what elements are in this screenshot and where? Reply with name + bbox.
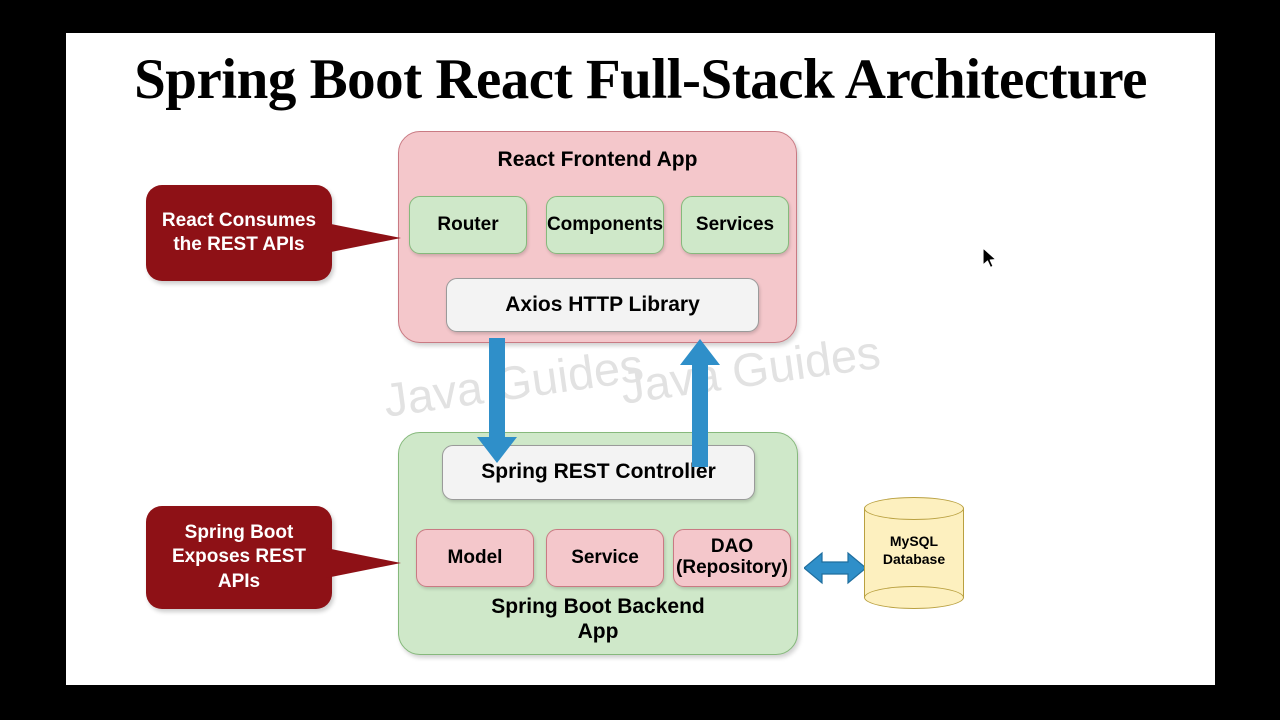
arrow-up-controller-to-axios-head-icon bbox=[680, 339, 720, 365]
db-label-line2: Database bbox=[882, 550, 946, 567]
db-label-line1: MySQL bbox=[889, 533, 939, 549]
node-dao-repository[interactable]: DAO (Repository) bbox=[673, 529, 791, 587]
callout-spring-line3: APIs bbox=[217, 570, 261, 592]
callout-react-line1: React Consumes bbox=[161, 209, 317, 231]
page-title: Spring Boot React Full-Stack Architectur… bbox=[134, 48, 1147, 111]
slide-canvas: Spring Boot React Full-Stack Architectur… bbox=[66, 33, 1215, 685]
node-services[interactable]: Services bbox=[681, 196, 789, 254]
watermark-java-guides: Java Guides bbox=[380, 337, 647, 427]
backend-group-title-line1: Spring Boot Backend bbox=[491, 595, 705, 619]
backend-group-title-line2: App bbox=[577, 619, 619, 643]
db-cylinder-top-ellipse bbox=[864, 497, 964, 520]
callout-spring-line1: Spring Boot bbox=[184, 522, 294, 544]
node-axios-http-library[interactable]: Axios HTTP Library bbox=[446, 278, 759, 332]
mouse-cursor-icon bbox=[982, 247, 997, 269]
node-service[interactable]: Service bbox=[546, 529, 664, 587]
callout-react-consumes-rest-apis[interactable]: React Consumes the REST APIs bbox=[146, 185, 332, 281]
callout-spring-boot-exposes-rest-apis[interactable]: Spring Boot Exposes REST APIs bbox=[146, 506, 332, 609]
callout-spring-line2: Exposes REST bbox=[171, 546, 307, 568]
arrow-up-controller-to-axios-shaft bbox=[692, 365, 708, 467]
arrow-down-axios-to-controller-shaft bbox=[489, 338, 505, 440]
spring-boot-backend-app-box[interactable]: Spring REST Controller Model Service DAO… bbox=[398, 432, 798, 655]
callout-react-line2: the REST APIs bbox=[173, 234, 305, 255]
node-components[interactable]: Components bbox=[546, 196, 664, 254]
db-cylinder-body bbox=[864, 508, 964, 598]
callout-spring-tail-icon bbox=[326, 548, 401, 578]
mysql-database-cylinder[interactable]: MySQL Database bbox=[864, 497, 964, 609]
frontend-group-title: React Frontend App bbox=[497, 148, 698, 171]
backend-group-title: Spring Boot Backend App bbox=[399, 595, 797, 644]
callout-react-tail-icon bbox=[326, 223, 401, 253]
db-cylinder-bottom-ellipse bbox=[864, 586, 964, 609]
arrow-down-axios-to-controller-head-icon bbox=[477, 437, 517, 463]
db-label: MySQL Database bbox=[864, 533, 964, 568]
react-frontend-app-box[interactable]: React Frontend App Router Components Ser… bbox=[398, 131, 797, 343]
node-dao-line1: DAO bbox=[710, 536, 754, 558]
node-dao-line2: (Repository) bbox=[676, 557, 788, 578]
node-model[interactable]: Model bbox=[416, 529, 534, 587]
arrow-dao-to-database-icon bbox=[804, 551, 866, 585]
node-router[interactable]: Router bbox=[409, 196, 527, 254]
